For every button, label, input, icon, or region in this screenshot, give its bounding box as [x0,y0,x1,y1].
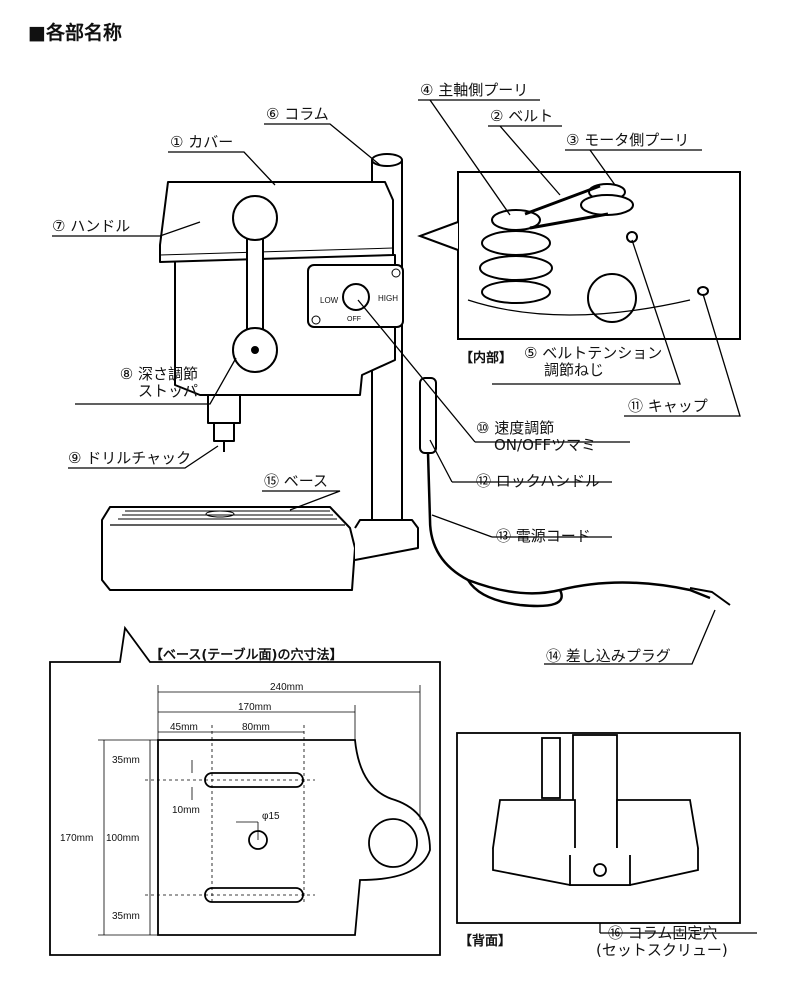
section-base-holes: 【ベース(テーブル面)の穴寸法】 [150,648,343,663]
label-motor-pulley: ③ モータ側プーリ [566,131,690,149]
label-base: ⑮ ベース [264,472,329,490]
label-column: ⑥ コラム [266,105,329,123]
dim-170-height: 170mm [60,833,94,844]
label-column-fixing-line1: ⑯ コラム固定穴 [608,924,718,942]
label-spindle-pulley: ④ 主軸側プーリ [420,81,529,99]
dim-240: 240mm [270,682,304,693]
label-cap: ⑪ キャップ [628,397,708,415]
dim-35-top: 35mm [112,755,140,766]
label-speed-knob-line2: ON/OFFツマミ [494,436,597,454]
label-belt-tension-line2: 調節ねじ [544,361,605,379]
label-drill-chuck: ⑨ ドリルチャック [68,449,192,467]
dim-35-bottom: 35mm [112,911,140,922]
label-belt-tension-line1: ⑤ ベルトテンション [524,344,663,362]
label-column-fixing-hole: ⑯ コラム固定穴 (セットスクリュー) [596,924,728,959]
dim-170-width: 170mm [238,702,272,713]
label-lock-handle: ⑫ ロックハンドル [476,472,601,490]
label-handle: ⑦ ハンドル [52,217,131,235]
label-speed-knob: ⑩ 速度調節 ON/OFFツマミ [476,420,596,454]
label-belt: ② ベルト [490,107,554,125]
knob-high-label: HIGH [378,294,398,303]
knob-low-label: LOW [320,296,339,305]
dim-phi15: φ15 [262,811,280,822]
section-inner: 【内部】 [460,351,513,366]
label-column-fixing-line2: (セットスクリュー) [596,941,728,959]
label-depth-stopper-line1: ⑧ 深さ調節 [119,365,198,383]
label-plug: ⑭ 差し込みプラグ [546,647,671,665]
label-speed-knob-line1: ⑩ 速度調節 [476,419,555,437]
dim-100: 100mm [106,833,140,844]
label-power-cord: ⑬ 電源コード [496,527,591,545]
dim-45: 45mm [170,722,198,733]
section-back: 【背面】 [459,934,512,949]
label-depth-stopper: ⑧ 深さ調節 ストッパ [80,366,198,400]
label-depth-stopper-line2: ストッパ [137,382,198,400]
dim-10: 10mm [172,805,200,816]
knob-off-label: OFF [347,316,361,323]
page-title: ■各部名称 [28,22,122,44]
label-cover: ① カバー [170,133,234,151]
label-belt-tension-screw: ⑤ ベルトテンション 調節ねじ [524,345,662,379]
dim-80: 80mm [242,722,270,733]
